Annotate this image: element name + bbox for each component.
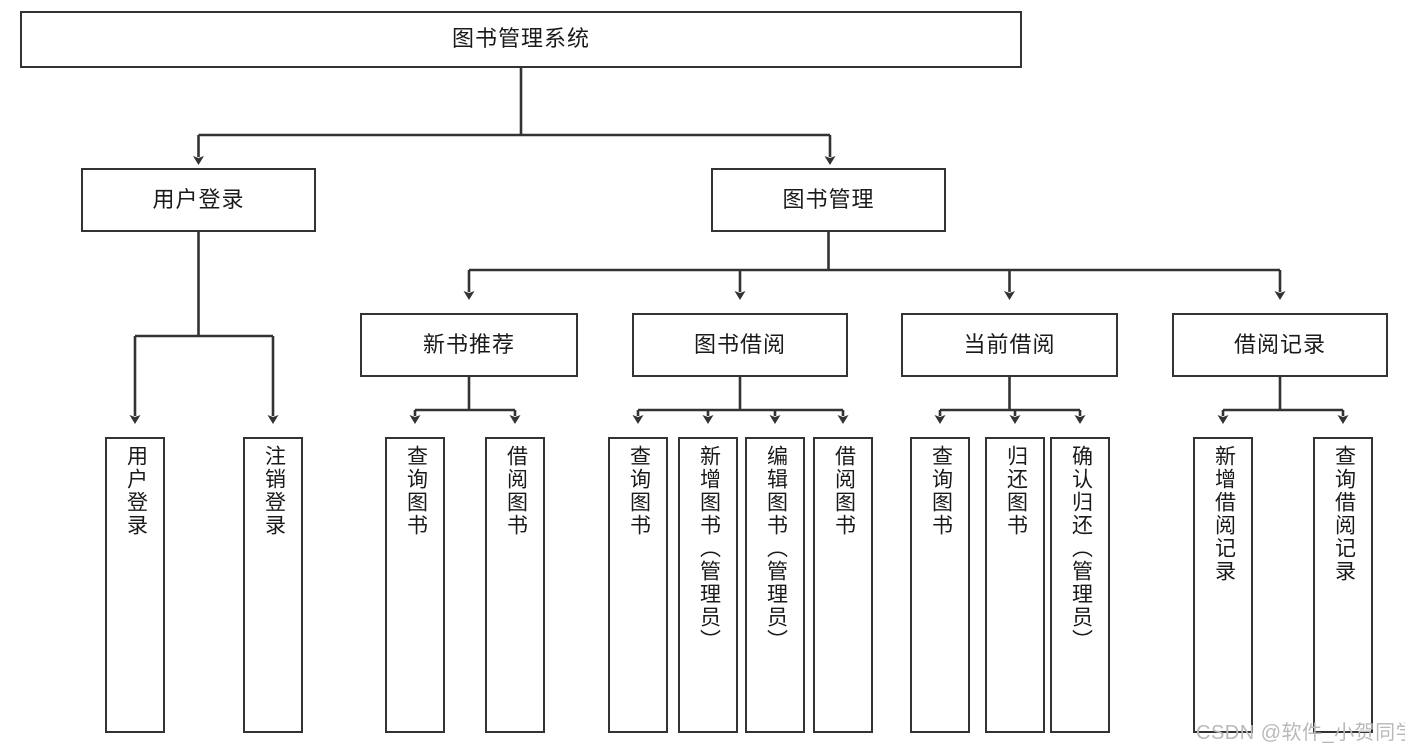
node-user-login[interactable]: 用户登录 [81,168,316,232]
node-leaf-add-borrow-record[interactable]: 新增借阅记录 [1193,437,1253,733]
node-leaf-add-book[interactable]: 新增图书（管理员） [678,437,738,733]
node-leaf-query-borrow-record-label: 查询借阅记录 [1332,445,1356,583]
node-root[interactable]: 图书管理系统 [20,11,1022,68]
node-leaf-confirm-return-label: 确认归还（管理员） [1069,445,1093,652]
node-leaf-borrow-book-label: 借阅图书 [832,445,856,537]
node-book-borrow[interactable]: 图书借阅 [632,313,848,377]
node-leaf-add-borrow-record-label: 新增借阅记录 [1212,445,1236,583]
node-leaf-user-login-label: 用户登录 [124,445,148,537]
node-leaf-query-book-borrow-label: 查询图书 [627,445,651,537]
node-leaf-edit-book[interactable]: 编辑图书（管理员） [745,437,805,733]
node-current-borrow-label: 当前借阅 [963,331,1056,357]
node-leaf-add-book-label: 新增图书（管理员） [697,445,721,652]
node-current-borrow[interactable]: 当前借阅 [901,313,1118,377]
node-leaf-borrow-book[interactable]: 借阅图书 [813,437,873,733]
node-leaf-borrow-book-recommend[interactable]: 借阅图书 [485,437,545,733]
node-borrow-records-label: 借阅记录 [1233,331,1326,357]
node-leaf-user-login[interactable]: 用户登录 [105,437,165,733]
node-leaf-edit-book-label: 编辑图书（管理员） [764,445,788,652]
node-leaf-return-book[interactable]: 归还图书 [985,437,1045,733]
node-leaf-user-logout-label: 注销登录 [262,445,286,537]
node-leaf-query-book-recommend[interactable]: 查询图书 [385,437,445,733]
node-leaf-query-book-current-label: 查询图书 [929,445,953,537]
node-leaf-query-book-current[interactable]: 查询图书 [910,437,970,733]
node-leaf-confirm-return[interactable]: 确认归还（管理员） [1050,437,1110,733]
node-book-management-label: 图书管理 [782,186,875,212]
node-leaf-query-borrow-record[interactable]: 查询借阅记录 [1313,437,1373,733]
node-new-book-recommend[interactable]: 新书推荐 [360,313,578,377]
node-leaf-return-book-label: 归还图书 [1004,445,1028,537]
node-leaf-borrow-book-recommend-label: 借阅图书 [504,445,528,537]
node-leaf-query-book-recommend-label: 查询图书 [404,445,428,537]
node-book-borrow-label: 图书借阅 [693,331,786,357]
node-leaf-query-book-borrow[interactable]: 查询图书 [608,437,668,733]
node-root-label: 图书管理系统 [451,26,590,52]
node-user-login-label: 用户登录 [152,186,245,212]
node-new-book-recommend-label: 新书推荐 [422,331,515,357]
node-book-management[interactable]: 图书管理 [711,168,946,232]
node-leaf-user-logout[interactable]: 注销登录 [243,437,303,733]
node-borrow-records[interactable]: 借阅记录 [1172,313,1388,377]
